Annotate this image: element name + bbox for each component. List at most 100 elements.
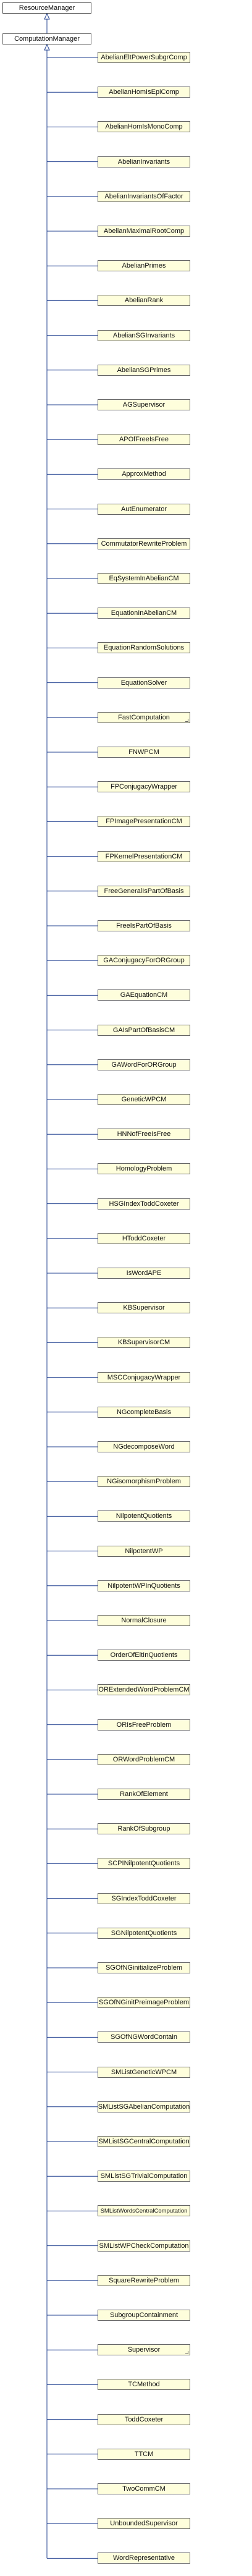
derived-class-label: SGOfNGinitializeProblem xyxy=(105,1964,183,1972)
derived-class-node[interactable]: SubgroupContainment xyxy=(98,2310,190,2321)
derived-class-label: SMListWordsCentralComputation xyxy=(100,2207,188,2214)
derived-class-node[interactable]: FastComputation xyxy=(98,711,190,723)
derived-class-label: SGIndexToddCoxeter xyxy=(111,1894,177,1902)
derived-class-node[interactable]: GAEquationCM xyxy=(98,989,190,1001)
derived-class-node[interactable]: APOfFreeIsFree xyxy=(98,434,190,446)
derived-class-label: AbelianInvariants xyxy=(117,158,170,166)
derived-class-node[interactable]: HSGIndexToddCoxeter xyxy=(98,1198,190,1210)
derived-class-node[interactable]: ORWordProblemCM xyxy=(98,1753,190,1765)
derived-class-node[interactable]: HomologyProblem xyxy=(98,1163,190,1175)
derived-class-label: GAEquationCM xyxy=(120,991,168,999)
derived-class-node[interactable]: SGOfNGWordContain xyxy=(98,2032,190,2043)
derived-class-node[interactable]: NGdecomposeWord xyxy=(98,1441,190,1452)
derived-class-node[interactable]: NilpotentWPInQuotients xyxy=(98,1580,190,1591)
derived-class-node[interactable]: RankOfSubgroup xyxy=(98,1823,190,1835)
derived-class-node[interactable]: GAConjugacyForORGroup xyxy=(98,955,190,967)
derived-class-node[interactable]: EquationInAbelianCM xyxy=(98,608,190,619)
derived-class-node[interactable]: AbelianEltPowerSubgrComp xyxy=(98,52,190,63)
derived-class-label: NilpotentQuotients xyxy=(116,1512,172,1520)
derived-class-label: KBSupervisorCM xyxy=(117,1339,170,1347)
derived-class-label: FPConjugacyWrapper xyxy=(110,783,177,791)
derived-class-node[interactable]: SMListSGTrivialComputation xyxy=(98,2171,190,2182)
derived-class-node[interactable]: SMListWordsCentralComputation xyxy=(98,2205,190,2217)
derived-class-label: IsWordAPE xyxy=(126,1269,162,1277)
derived-class-label: FPImagePresentationCM xyxy=(106,818,182,826)
derived-class-node[interactable]: EqSystemInAbelianCM xyxy=(98,573,190,584)
derived-class-node[interactable]: NormalClosure xyxy=(98,1615,190,1626)
derived-class-node[interactable]: EquationSolver xyxy=(98,677,190,688)
derived-class-node[interactable]: KBSupervisorCM xyxy=(98,1337,190,1349)
derived-class-label: KBSupervisor xyxy=(123,1304,165,1312)
derived-class-node[interactable]: FPConjugacyWrapper xyxy=(98,781,190,793)
derived-class-label: NilpotentWPInQuotients xyxy=(107,1582,180,1590)
derived-class-node[interactable]: SCPINilpotentQuotients xyxy=(98,1858,190,1870)
derived-class-node[interactable]: SMListGeneticWPCM xyxy=(98,2066,190,2078)
parent-class-label: ComputationManager xyxy=(14,35,80,43)
derived-class-label: FreeGeneralIsPartOfBasis xyxy=(104,887,184,895)
derived-class-node[interactable]: NGcompleteBasis xyxy=(98,1406,190,1418)
root-class-node[interactable]: ResourceManager xyxy=(2,2,91,14)
derived-class-node[interactable]: FNWPCM xyxy=(98,747,190,758)
derived-class-node[interactable]: NilpotentWP xyxy=(98,1545,190,1557)
derived-class-node[interactable]: NilpotentQuotients xyxy=(98,1510,190,1522)
derived-class-node[interactable]: WordRepresentative xyxy=(98,2553,190,2564)
derived-class-node[interactable]: ApproxMethod xyxy=(98,468,190,480)
derived-class-node[interactable]: CommutatorRewriteProblem xyxy=(98,538,190,549)
derived-class-node[interactable]: AbelianHomIsEpiComp xyxy=(98,87,190,98)
derived-class-node[interactable]: MSCConjugacyWrapper xyxy=(98,1371,190,1383)
derived-class-node[interactable]: AbelianInvariantsOfFactor xyxy=(98,190,190,202)
derived-class-label: EquationInAbelianCM xyxy=(111,609,177,617)
derived-class-node[interactable]: AbelianSGPrimes xyxy=(98,364,190,376)
derived-class-node[interactable]: IsWordAPE xyxy=(98,1268,190,1279)
derived-class-node[interactable]: UnboundedSupervisor xyxy=(98,2518,190,2530)
derived-class-node[interactable]: TwoCommCM xyxy=(98,2483,190,2494)
derived-class-label: AbelianSGInvariants xyxy=(112,331,175,339)
derived-class-node[interactable]: SMListSGAbelianComputation xyxy=(98,2101,190,2112)
derived-class-node[interactable]: AbelianPrimes xyxy=(98,260,190,272)
derived-class-node[interactable]: SGNilpotentQuotients xyxy=(98,1927,190,1939)
derived-class-node[interactable]: HToddCoxeter xyxy=(98,1232,190,1244)
derived-class-node[interactable]: OrderOfEltInQuotients xyxy=(98,1650,190,1661)
derived-class-label: AbelianSGPrimes xyxy=(117,366,171,374)
derived-class-node[interactable]: SGOfNGinitializeProblem xyxy=(98,1962,190,1973)
derived-class-node[interactable]: RankOfElement xyxy=(98,1789,190,1800)
derived-class-node[interactable]: SquareRewriteProblem xyxy=(98,2274,190,2286)
derived-class-label: AbelianHomIsMonoComp xyxy=(105,123,183,131)
derived-class-node[interactable]: AutEnumerator xyxy=(98,503,190,515)
derived-class-node[interactable]: SGOfNGinitPreimageProblem xyxy=(98,1997,190,2009)
derived-class-label: NGcompleteBasis xyxy=(116,1408,172,1416)
derived-class-label: AbelianHomIsEpiComp xyxy=(109,88,179,96)
derived-class-node[interactable]: ORIsFreeProblem xyxy=(98,1719,190,1731)
derived-class-node[interactable]: Supervisor xyxy=(98,2344,190,2356)
derived-class-node[interactable]: TTCM xyxy=(98,2448,190,2460)
derived-class-node[interactable]: TCMethod xyxy=(98,2379,190,2391)
derived-class-node[interactable]: EquationRandomSolutions xyxy=(98,642,190,654)
derived-class-node[interactable]: AGSupervisor xyxy=(98,399,190,410)
derived-class-label: HomologyProblem xyxy=(116,1165,172,1173)
derived-class-node[interactable]: SGIndexToddCoxeter xyxy=(98,1892,190,1904)
derived-class-node[interactable]: AbelianSGInvariants xyxy=(98,329,190,341)
derived-class-node[interactable]: SMListSGCentralComputation xyxy=(98,2136,190,2147)
derived-class-node[interactable]: KBSupervisor xyxy=(98,1302,190,1314)
derived-class-node[interactable]: HNNofFreeIsFree xyxy=(98,1129,190,1140)
derived-class-node[interactable]: FreeIsPartOfBasis xyxy=(98,920,190,931)
derived-class-label: ORIsFreeProblem xyxy=(116,1721,172,1729)
derived-class-node[interactable]: ORExtendedWordProblemCM xyxy=(98,1684,190,1696)
derived-class-node[interactable]: SMListWPCheckComputation xyxy=(98,2240,190,2252)
derived-class-node[interactable]: GAWordForORGroup xyxy=(98,1059,190,1070)
derived-class-node[interactable]: AbelianRank xyxy=(98,295,190,307)
derived-class-node[interactable]: FPKernelPresentationCM xyxy=(98,850,190,862)
derived-class-label: ApproxMethod xyxy=(122,470,166,478)
derived-class-label: SGOfNGinitPreimageProblem xyxy=(98,1999,190,2007)
derived-class-node[interactable]: AbelianMaximalRootComp xyxy=(98,226,190,237)
derived-class-node[interactable]: AbelianInvariants xyxy=(98,156,190,167)
derived-class-label: SMListGeneticWPCM xyxy=(111,2068,177,2076)
derived-class-node[interactable]: FPImagePresentationCM xyxy=(98,816,190,828)
parent-class-node[interactable]: ComputationManager xyxy=(2,33,91,44)
derived-class-node[interactable]: GeneticWPCM xyxy=(98,1094,190,1105)
derived-class-node[interactable]: NGisomorphismProblem xyxy=(98,1476,190,1488)
derived-class-node[interactable]: GAIsPartOfBasisCM xyxy=(98,1024,190,1036)
derived-class-node[interactable]: FreeGeneralIsPartOfBasis xyxy=(98,885,190,897)
derived-class-node[interactable]: AbelianHomIsMonoComp xyxy=(98,121,190,133)
derived-class-node[interactable]: ToddCoxeter xyxy=(98,2413,190,2425)
